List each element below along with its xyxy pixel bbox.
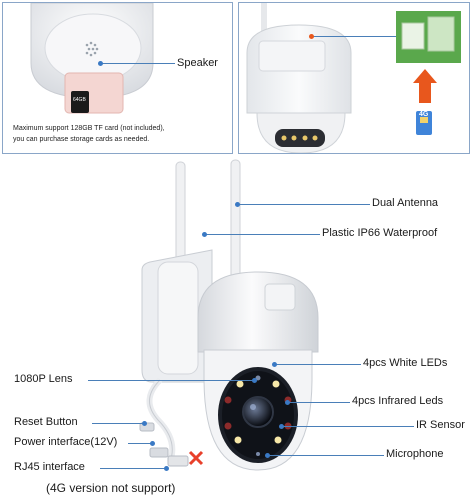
rj45-dot — [164, 466, 169, 471]
sd-card-label: 64GB — [73, 97, 86, 103]
card-note-line-2: you can purchase storage cards as needed… — [13, 136, 150, 143]
ir-leds-label: 4pcs Infrared Leds — [352, 395, 444, 407]
rj45-note: (4G version not support) — [46, 481, 176, 495]
camera-side-illustration — [246, 3, 461, 153]
white-leds-label: 4pcs White LEDs — [363, 357, 448, 369]
lens-dot — [252, 378, 257, 383]
power-interface-label: Power interface(12V) — [14, 436, 118, 448]
speaker-pointer-dot — [98, 61, 103, 66]
lens-label: 1080P Lens — [14, 373, 73, 385]
waterproof-label: Plastic IP66 Waterproof — [322, 227, 438, 239]
microphone-dot — [265, 453, 270, 458]
speaker-detail-panel: Speaker 64GB Maximum support 128GB TF ca… — [2, 2, 233, 154]
reset-button-label: Reset Button — [14, 416, 78, 428]
sim-badge: 4G — [419, 111, 429, 118]
waterproof-dot — [202, 232, 207, 237]
ir-leds-dot — [285, 400, 290, 405]
sim-slot-pointer-dot — [309, 34, 314, 39]
rj45-label: RJ45 interface — [14, 461, 85, 473]
ir-sensor-label: IR Sensor — [416, 419, 465, 431]
camera-bottom-illustration — [30, 3, 154, 114]
ir-sensor-dot — [279, 424, 284, 429]
power-interface-dot — [150, 441, 155, 446]
reset-button-dot — [142, 421, 147, 426]
speaker-label: Speaker — [177, 57, 218, 69]
microphone-label: Microphone — [386, 448, 444, 460]
card-note-line-1: Maximum support 128GB TF card (not inclu… — [13, 125, 165, 132]
sim-slot-panel: 4G — [238, 2, 470, 154]
dual-antenna-label: Dual Antenna — [372, 197, 439, 209]
dual-antenna-dot — [235, 202, 240, 207]
white-leds-dot — [272, 362, 277, 367]
